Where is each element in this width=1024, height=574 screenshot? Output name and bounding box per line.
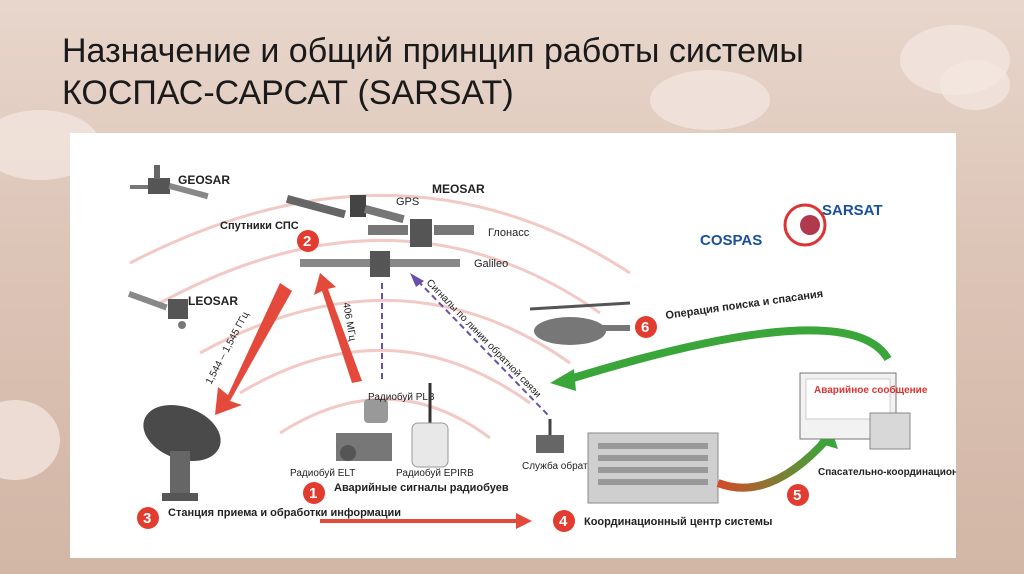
- step-2-badge: 2: [297, 230, 319, 252]
- leosar-satellite-icon: [127, 291, 188, 329]
- uplink-arrow: [314, 273, 362, 383]
- background-cloud: [0, 400, 60, 480]
- plb-beacon-label: Радиобуй PLB: [368, 391, 435, 403]
- epirb-beacon-icon: [411, 383, 449, 468]
- return-link-label: Сигналы по линии обратной связи: [424, 277, 544, 400]
- cospas-sarsat-diagram: GEOSAR MEOSAR GPS Глонасс Galileo Спутни…: [127, 165, 956, 532]
- slide-title: Назначение и общий принцип работы систем…: [62, 30, 962, 114]
- step-5-text: Спасательно-координационный центр: [818, 467, 956, 478]
- glonass-label: Глонасс: [488, 227, 530, 239]
- svg-text:2: 2: [303, 233, 311, 250]
- svg-text:1: 1: [309, 485, 317, 502]
- step-3-text: Станция приема и обработки информации: [168, 507, 401, 519]
- meosar-label: MEOSAR: [432, 182, 485, 196]
- return-link-dashed-arrow: [417, 280, 549, 416]
- galileo-label: Galileo: [474, 258, 508, 270]
- system-coordination-center-building-icon: [587, 432, 719, 504]
- epirb-beacon-label: Радиобуй EPIRB: [396, 467, 474, 479]
- step-6-badge: 6: [635, 316, 657, 338]
- slide-title-line2: КОСПАС-САРСАТ (SARSAT): [62, 74, 514, 112]
- svg-text:COSPAS: COSPAS: [700, 232, 762, 249]
- leosar-label: LEOSAR: [188, 294, 238, 308]
- ground-station-dish-icon: [143, 404, 221, 501]
- alert-computer-icon: [799, 372, 911, 450]
- gps-label: GPS: [396, 196, 419, 208]
- svg-text:SARSAT: SARSAT: [822, 202, 883, 219]
- background-cloud: [650, 70, 770, 130]
- elt-beacon-icon: [336, 433, 392, 461]
- alert-message-label: Аварийное сообщение: [814, 384, 928, 396]
- step-3-badge: 3: [137, 507, 159, 529]
- step-6-text: Операция поиска и спасания: [665, 288, 824, 322]
- svg-text:6: 6: [641, 319, 649, 336]
- step-5-badge: 5: [787, 484, 809, 506]
- svg-text:5: 5: [793, 487, 801, 504]
- rescue-operation-arrowhead: [550, 369, 576, 391]
- elt-beacon-label: Радиобуй ELT: [290, 467, 355, 479]
- sps-satellites-label: Спутники СПС: [220, 220, 299, 232]
- plb-beacon-icon: [364, 399, 388, 423]
- svg-text:4: 4: [559, 513, 568, 530]
- step-1-text: Аварийные сигналы радиобуев: [334, 482, 509, 494]
- background-cloud: [940, 60, 1010, 110]
- meosar-galileo-satellite-icon: [300, 251, 460, 277]
- meosar-glonass-satellite-icon: [368, 219, 474, 247]
- rescue-operation-arrow: [568, 326, 892, 383]
- return-link-arrowhead: [410, 273, 424, 287]
- meosar-gps-satellite-icon: [285, 195, 405, 224]
- slide-title-line1: Назначение и общий принцип работы систем…: [62, 32, 804, 70]
- downlink-arrow: [215, 283, 292, 415]
- to-coordination-center-arrowhead: [516, 513, 532, 529]
- helicopter-icon: [529, 301, 631, 345]
- radio-wave-arcs: [129, 194, 631, 440]
- step-4-text: Координационный центр системы: [584, 516, 772, 528]
- svg-text:3: 3: [143, 510, 151, 527]
- step-1-badge: 1: [303, 482, 325, 504]
- return-link-antenna-icon: [536, 419, 564, 453]
- step-4-badge: 4: [553, 510, 575, 532]
- to-rescue-center-arrow: [716, 435, 831, 492]
- geosar-satellite-icon: [130, 165, 209, 200]
- diagram-panel: GEOSAR MEOSAR GPS Глонасс Galileo Спутни…: [70, 133, 956, 558]
- cospas-sarsat-logo: COSPAS SARSAT: [700, 202, 883, 249]
- geosar-label: GEOSAR: [178, 173, 230, 187]
